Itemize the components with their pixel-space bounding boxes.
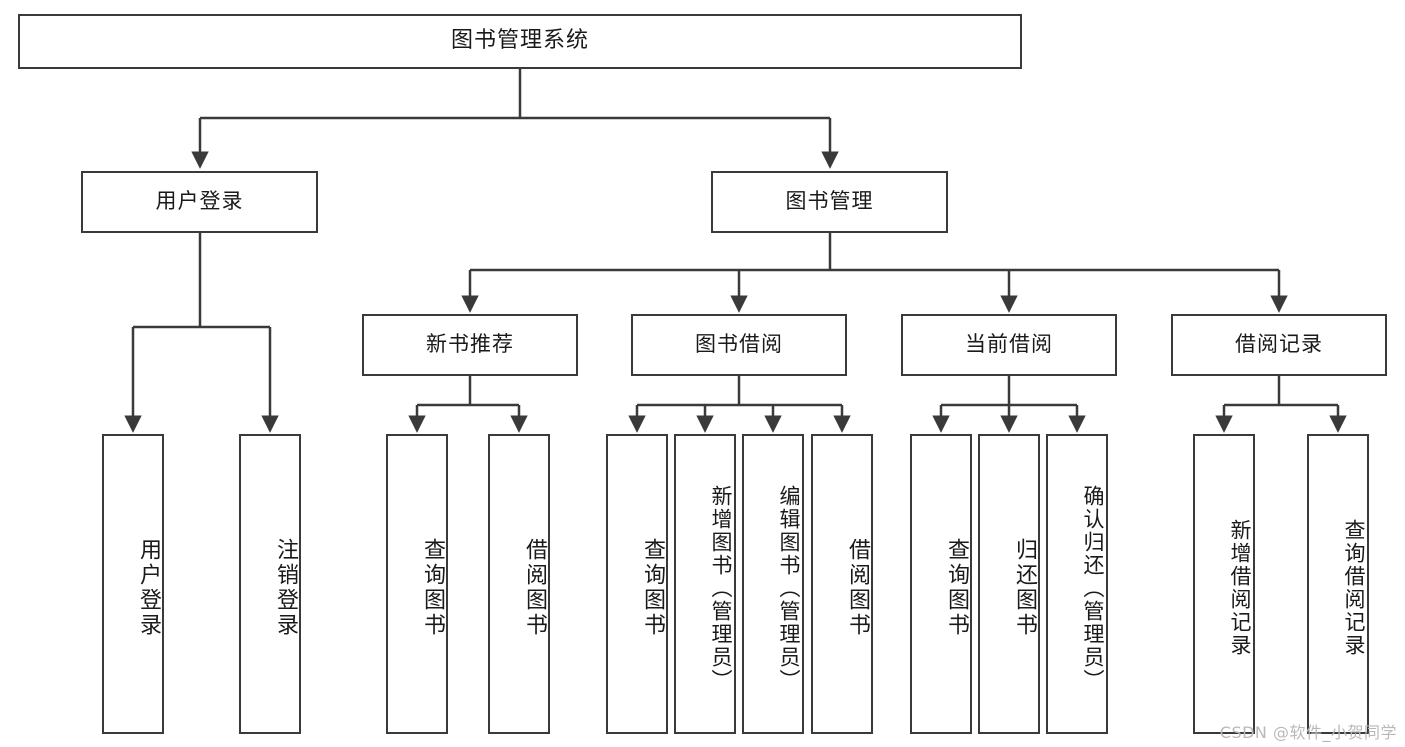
leaf-borrow-book-recommend[interactable]: 借阅图书: [488, 434, 550, 734]
leaf-user-login[interactable]: 用户登录: [102, 434, 164, 734]
leaf-add-borrow-record[interactable]: 新增借阅记录: [1193, 434, 1255, 734]
node-book-management[interactable]: 图书管理: [711, 171, 948, 233]
leaf-query-book-current[interactable]: 查询图书: [910, 434, 972, 734]
node-root-system[interactable]: 图书管理系统: [18, 14, 1022, 69]
node-book-borrow[interactable]: 图书借阅: [631, 314, 847, 376]
node-new-book-recommend[interactable]: 新书推荐: [362, 314, 578, 376]
leaf-edit-book-admin[interactable]: 编辑图书（管理员）: [742, 434, 804, 734]
leaf-add-book-admin[interactable]: 新增图书（管理员）: [674, 434, 736, 734]
leaf-query-borrow-record[interactable]: 查询借阅记录: [1307, 434, 1369, 734]
node-borrow-record[interactable]: 借阅记录: [1171, 314, 1387, 376]
leaf-borrow-book[interactable]: 借阅图书: [811, 434, 873, 734]
node-user-login[interactable]: 用户登录: [81, 171, 318, 233]
leaf-query-book-borrow[interactable]: 查询图书: [606, 434, 668, 734]
leaf-query-book-recommend[interactable]: 查询图书: [386, 434, 448, 734]
leaf-confirm-return-admin[interactable]: 确认归还（管理员）: [1046, 434, 1108, 734]
leaf-user-logout[interactable]: 注销登录: [239, 434, 301, 734]
leaf-return-book[interactable]: 归还图书: [978, 434, 1040, 734]
node-current-borrow[interactable]: 当前借阅: [901, 314, 1117, 376]
csdn-watermark: CSDN @软件_小贺同学: [1219, 723, 1397, 742]
